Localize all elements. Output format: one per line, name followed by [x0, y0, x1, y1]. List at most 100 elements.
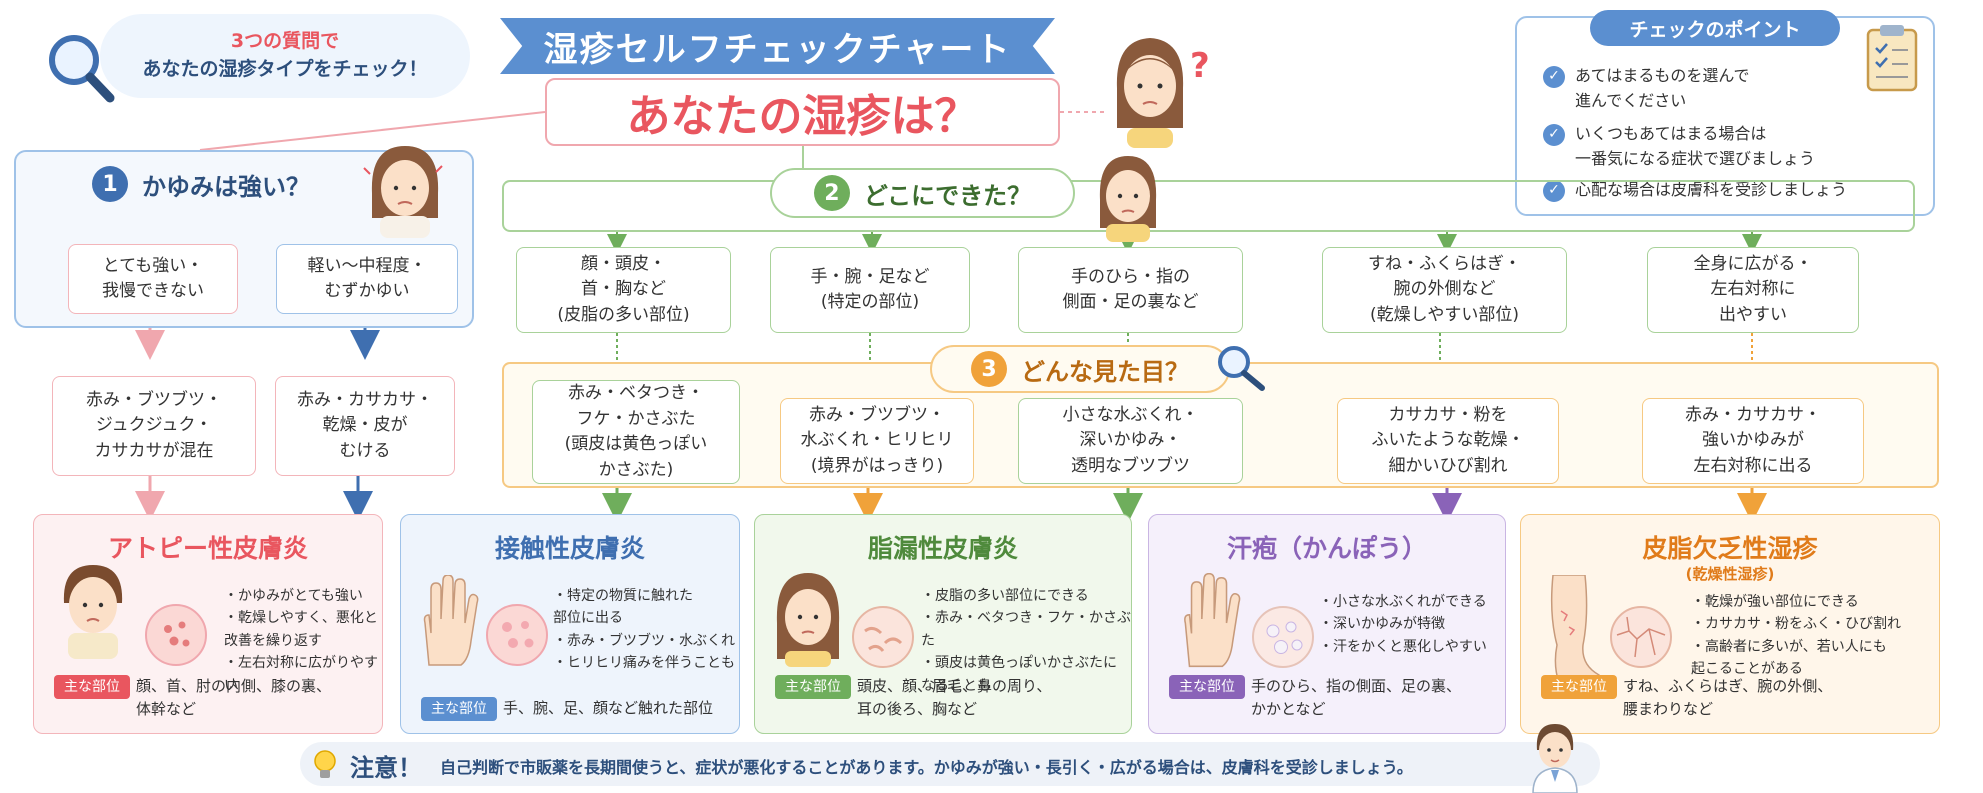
q3-option-small-blisters[interactable]: 小さな水ぶくれ・ 深いかゆみ・ 透明なブツブツ: [1018, 398, 1243, 484]
result-card-seborrheic[interactable]: 脂漏性皮膚炎 皮脂の多い部位にできる 赤み・ベタつき・フケ・かさぶた 頭皮は黄色…: [754, 514, 1132, 734]
q2-option-oily-areas[interactable]: 顔・頭皮・ 首・胸など (皮脂の多い部位): [516, 247, 731, 333]
feature-item: 乾燥が強い部位にできる: [1691, 591, 1901, 613]
question-1-label: かゆみは強い？: [142, 172, 310, 201]
feature-item: 左右対称に広がりやすい: [224, 652, 382, 697]
q1-option-mild[interactable]: 軽い〜中程度・ むずかゆい: [276, 244, 458, 314]
skin-closeup-icon: [145, 604, 207, 666]
question-3-title: 3 どんな見た目？: [930, 345, 1230, 393]
question-number-badge: 3: [971, 351, 1007, 387]
main-question: あなたの湿疹は？: [545, 78, 1060, 146]
feature-list: 皮脂の多い部位にできる 赤み・ベタつき・フケ・かさぶた 頭皮は黄色っぽいかさぶた…: [921, 585, 1131, 697]
question-2-panel: [502, 180, 1915, 232]
result-subtitle: (乾燥性湿疹): [1685, 565, 1775, 583]
feature-item: 赤み・ベタつき・フケ・かさぶた: [921, 607, 1131, 652]
feature-list: 特定の物質に触れた 部位に出る 赤み・ブツブツ・水ぶくれ ヒリヒリ痛みを伴うこと…: [553, 585, 735, 675]
tip-item: ✓あてはまるものを選んで 進んでください: [1543, 64, 1750, 114]
main-area: 主な部位 頭皮、顔、眉毛、鼻の周り、 耳の後ろ、胸など: [775, 674, 1121, 722]
feature-item: ヒリヒリ痛みを伴うことも: [553, 652, 735, 674]
question-mark-icon: ?: [1190, 46, 1210, 86]
area-value: 手、腕、足、顔など触れた部位: [503, 699, 714, 717]
result-card-asteatotic[interactable]: 皮脂欠乏性湿疹 (乾燥性湿疹) 乾燥が強い部位にできる カサカサ・粉をふく・ひび…: [1520, 514, 1940, 734]
q3-option-symmetric-itch[interactable]: 赤み・カサカサ・ 強いかゆみが 左右対称に出る: [1642, 398, 1864, 484]
area-value: すね、ふくらはぎ、腕の外側、 腰まわりなど: [1623, 676, 1833, 718]
check-icon: ✓: [1543, 66, 1565, 88]
tips-title: チェックのポイント: [1590, 10, 1840, 46]
check-icon: ✓: [1543, 124, 1565, 146]
magnifier-icon: [1218, 346, 1265, 391]
q2-option-palms-soles[interactable]: 手のひら・指の 側面・足の裏など: [1018, 247, 1243, 333]
hand-illustration: [423, 575, 479, 666]
result-name: 皮脂欠乏性湿疹: [1642, 534, 1818, 563]
result-card-dyshidrosis[interactable]: 汗疱（かんぽう） 小さな水ぶくれができる 深いかゆみが特徴 汗をかくと悪化しやす…: [1148, 514, 1506, 734]
result-name: 汗疱（かんぽう）: [1226, 534, 1427, 563]
feature-item: 深いかゆみが特徴: [1319, 613, 1487, 635]
itchy-woman-illustration: [363, 146, 443, 238]
q2-option-specific-areas[interactable]: 手・腕・足など (特定の部位): [770, 247, 970, 333]
q1-symptom-dry[interactable]: 赤み・カサカサ・ 乾燥・皮が むける: [275, 376, 455, 476]
skin-closeup-icon: [1252, 606, 1314, 668]
result-name: 脂漏性皮膚炎: [867, 534, 1018, 563]
tip-item: ✓いくつもあてはまる場合は 一番気になる症状で選びましょう: [1543, 122, 1815, 172]
q2-option-whole-body[interactable]: 全身に広がる・ 左右対称に 出やすい: [1647, 247, 1859, 333]
child-illustration: [63, 565, 123, 659]
q3-option-dry-cracks[interactable]: カサカサ・粉を ふいたような乾燥・ 細かいひび割れ: [1337, 398, 1559, 484]
feature-item: 乾燥しやすく、悪化と 改善を繰り返す: [224, 607, 382, 652]
result-name: 接触性皮膚炎: [494, 534, 645, 563]
feature-item: 皮脂の多い部位にできる: [921, 585, 1131, 607]
woman-illustration: [776, 573, 840, 667]
main-area: 主な部位 顔、首、肘の内側、膝の裏、 体幹など: [54, 674, 372, 722]
tip-item: ✓心配な場合は皮膚科を受診しましょう: [1543, 178, 1847, 203]
lightbulb-icon: [314, 750, 336, 778]
feature-item: 小さな水ぶくれができる: [1319, 591, 1487, 613]
q1-option-strong[interactable]: とても強い・ 我慢できない: [68, 244, 238, 314]
notice-title: 注意！: [350, 754, 422, 782]
q1-symptom-mixed[interactable]: 赤み・ブツブツ・ ジュクジュク・ カサカサが混在: [52, 376, 256, 476]
page-title: 湿疹セルフチェックチャート: [500, 18, 1055, 74]
palm-illustration: [1184, 573, 1241, 668]
skin-closeup-icon: [852, 606, 914, 668]
area-value: 頭皮、顔、眉毛、鼻の周り、 耳の後ろ、胸など: [857, 676, 1052, 718]
area-tag: 主な部位: [775, 674, 851, 699]
question-1-title: 1 かゆみは強い？: [92, 166, 310, 202]
worried-woman-illustration: [1099, 156, 1157, 242]
magnifier-icon: [49, 35, 115, 103]
skin-closeup-icon: [486, 604, 548, 666]
check-icon: ✓: [1543, 180, 1565, 202]
question-2-title: 2 どこにできた？: [770, 168, 1075, 218]
q3-option-blisters-sharp[interactable]: 赤み・ブツブツ・ 水ぶくれ・ヒリヒリ (境界がはっきり): [780, 398, 974, 484]
area-tag: 主な部位: [54, 674, 130, 699]
intro-line-1: 3つの質問で: [230, 30, 340, 53]
q2-option-dry-areas[interactable]: すね・ふくらはぎ・ 腕の外側など (乾燥しやすい部位): [1322, 247, 1567, 333]
feature-item: 汗をかくと悪化しやすい: [1319, 636, 1487, 658]
result-name: アトピー性皮膚炎: [107, 534, 308, 563]
feature-list: かゆみがとても強い 乾燥しやすく、悪化と 改善を繰り返す 左右対称に広がりやすい: [224, 585, 382, 697]
main-area: 主な部位 手、腕、足、顔など触れた部位: [421, 697, 729, 721]
q3-option-greasy-flakes[interactable]: 赤み・ベタつき・ フケ・かさぶた (頭皮は黄色っぽい かさぶた): [532, 380, 740, 484]
leg-illustration: [1550, 575, 1602, 684]
result-card-contact[interactable]: 接触性皮膚炎 特定の物質に触れた 部位に出る 赤み・ブツブツ・水ぶくれ ヒリヒリ…: [400, 514, 740, 734]
notice-bar: [300, 742, 1600, 786]
question-3-label: どんな見た目？: [1021, 357, 1189, 386]
notice-text: 自己判断で市販薬を長期間使うと、症状が悪化することがあります。かゆみが強い・長引…: [440, 758, 1413, 777]
intro-line-2: あなたの湿疹タイプをチェック！: [142, 58, 428, 80]
feature-item: 特定の物質に触れた 部位に出る: [553, 585, 735, 630]
area-tag: 主な部位: [1169, 674, 1245, 699]
feature-list: 小さな水ぶくれができる 深いかゆみが特徴 汗をかくと悪化しやすい: [1319, 591, 1487, 658]
area-value: 手のひら、指の側面、足の裏、 かかとなど: [1251, 676, 1462, 718]
result-card-atopic[interactable]: アトピー性皮膚炎 かゆみがとても強い 乾燥しやすく、悪化と 改善を繰り返す 左右…: [33, 514, 383, 734]
feature-item: 赤み・ブツブツ・水ぶくれ: [553, 630, 735, 652]
area-value: 顔、首、肘の内側、膝の裏、 体幹など: [136, 676, 332, 718]
clipboard-icon: [1866, 25, 1918, 92]
feature-item: カサカサ・粉をふく・ひび割れ: [1691, 613, 1901, 635]
skin-closeup-icon: [1610, 606, 1672, 668]
feature-item: かゆみがとても強い: [224, 585, 382, 607]
doctor-illustration: [1532, 724, 1578, 793]
thinking-woman-illustration: [1116, 38, 1184, 148]
main-area: 主な部位 手のひら、指の側面、足の裏、 かかとなど: [1169, 674, 1495, 722]
feature-item: 頭皮は黄色っぽいかさぶたに なることも: [921, 652, 1131, 697]
area-tag: 主な部位: [421, 697, 497, 721]
intro-bubble: 3つの質問で あなたの湿疹タイプをチェック！: [100, 14, 470, 98]
area-tag: 主な部位: [1541, 674, 1617, 699]
tips-panel: ✓あてはまるものを選んで 進んでください ✓いくつもあてはまる場合は 一番気にな…: [1515, 16, 1935, 216]
question-number-badge: 2: [813, 175, 850, 211]
